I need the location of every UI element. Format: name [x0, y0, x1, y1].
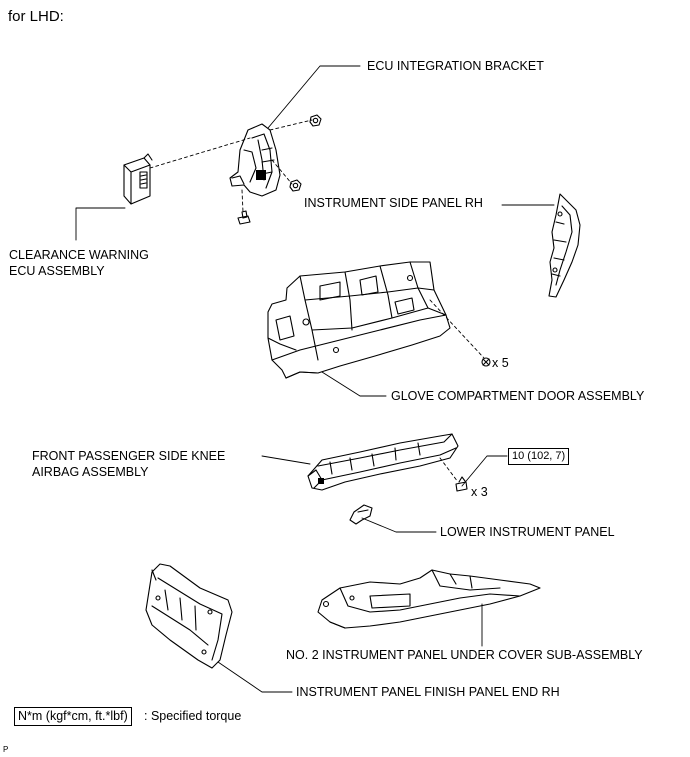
legend-torque-unit-box: N*m (kgf*cm, ft.*lbf) [14, 707, 132, 726]
label-finish-panel-end-rh: INSTRUMENT PANEL FINISH PANEL END RH [296, 685, 560, 699]
finish-panel-end-rh [145, 563, 233, 669]
glove-box-screw [481, 357, 491, 367]
label-clearance-warning-ecu-line2: ECU ASSEMBLY [9, 264, 105, 278]
lower-instrument-panel-part [349, 504, 373, 525]
ecu-integration-bracket [229, 123, 281, 197]
torque-spec-box: 10 (102, 7) [508, 448, 570, 465]
page-title: for LHD: [8, 8, 64, 25]
bracket-nut [309, 114, 322, 127]
figure-code: P [3, 745, 9, 754]
no2-under-cover [317, 569, 541, 629]
label-lower-instrument-panel: LOWER INSTRUMENT PANEL [440, 525, 615, 539]
knee-airbag-assembly [307, 433, 459, 491]
leader-lines [75, 65, 555, 693]
label-clearance-warning-ecu-line1: CLEARANCE WARNING [9, 248, 149, 262]
label-ecu-integration-bracket: ECU INTEGRATION BRACKET [367, 59, 544, 73]
label-glove-compartment-door: GLOVE COMPARTMENT DOOR ASSEMBLY [391, 389, 645, 403]
bracket-nut-lower [289, 179, 302, 192]
label-airbag-bolt-qty: x 3 [471, 485, 488, 499]
clearance-warning-ecu [123, 153, 153, 205]
label-no2-under-cover: NO. 2 INSTRUMENT PANEL UNDER COVER SUB-A… [286, 648, 643, 662]
label-instrument-side-panel-rh: INSTRUMENT SIDE PANEL RH [304, 196, 483, 210]
label-knee-airbag-line2: AIRBAG ASSEMBLY [32, 465, 149, 479]
glove-compartment-door [267, 261, 451, 379]
dashed-assembly-lines [149, 119, 485, 483]
instrument-side-panel-rh [548, 193, 581, 298]
airbag-bolt [455, 476, 468, 492]
legend-torque-description: : Specified torque [144, 709, 242, 723]
label-glove-screw-qty: x 5 [492, 356, 509, 370]
bracket-bolt [237, 210, 251, 225]
label-knee-airbag-line1: FRONT PASSENGER SIDE KNEE [32, 449, 226, 463]
